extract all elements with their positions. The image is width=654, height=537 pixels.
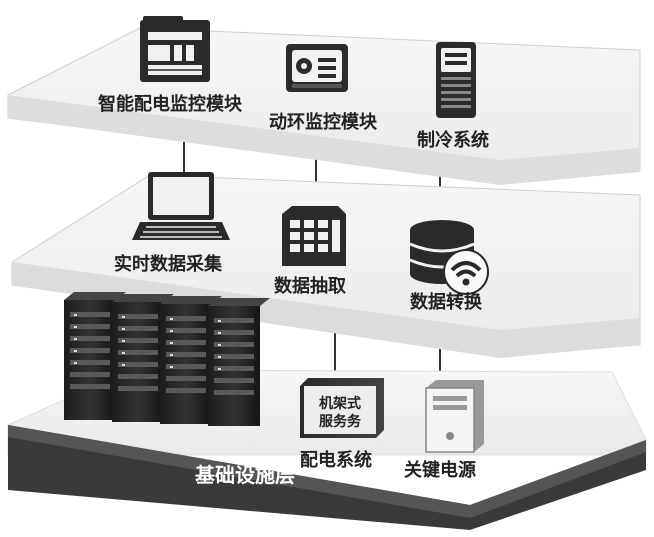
label-data-transform: 数据转换: [410, 291, 483, 313]
label-cooling-system: 制冷系统: [417, 129, 489, 151]
power-cabinet-icon: 机架式 服务务: [300, 378, 384, 438]
server-rack-icon: [112, 294, 174, 422]
building-icon: [282, 206, 346, 266]
server-rack-icon: [208, 298, 270, 426]
label-data-extraction: 数据抽取: [274, 275, 347, 297]
label-power-distribution: 配电系统: [300, 449, 372, 471]
control-unit-icon: [286, 44, 348, 92]
server-racks: [64, 292, 270, 426]
middle-layer-labels: 实时数据采集 数据抽取 数据转换: [114, 253, 483, 313]
server-rack-icon: [160, 296, 222, 424]
power-cabinet-label-line2: 服务务: [319, 413, 362, 430]
power-supply-icon: [425, 380, 484, 453]
laptop-icon: [132, 172, 230, 240]
cooling-cabinet-icon: [436, 42, 476, 118]
top-layer-labels: 智能配电监控模块 动环监控模块 制冷系统: [98, 93, 489, 151]
power-cabinet-label-line1: 机架式: [319, 395, 361, 412]
label-smart-power-monitoring: 智能配电监控模块: [98, 93, 243, 115]
server-rack-icon: [64, 292, 126, 420]
label-critical-power: 关键电源: [404, 459, 476, 481]
base-layer-labels: 配电系统 关键电源 基础设施层: [195, 449, 476, 487]
label-realtime-collection: 实时数据采集: [114, 253, 223, 275]
database-wireless-icon: [409, 220, 489, 295]
label-env-monitoring: 动环监控模块: [269, 111, 378, 133]
monitoring-panel-icon: [140, 16, 210, 82]
base-layer-title: 基础设施层: [195, 463, 295, 487]
